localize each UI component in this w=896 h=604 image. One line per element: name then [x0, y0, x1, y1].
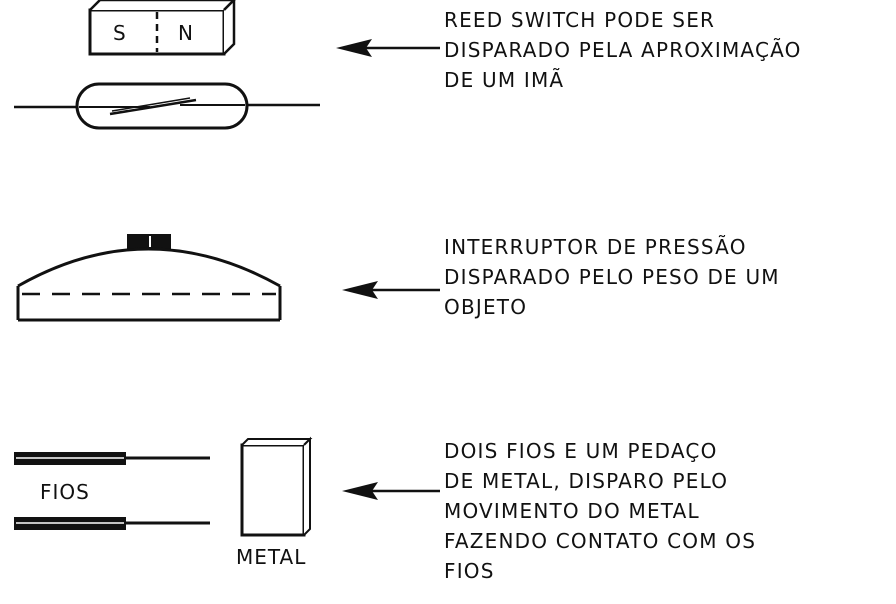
reed-blade-left: [109, 98, 197, 116]
magnet: S N: [88, 0, 236, 56]
wires-label: FIOS: [40, 480, 90, 504]
magnet-south-label: S: [113, 21, 126, 45]
left-arrow-icon: [342, 482, 440, 500]
reed-switch-caption: REED SWITCH PODE SER DISPARADO PELA APRO…: [444, 5, 802, 95]
left-arrow-icon: [342, 281, 440, 299]
caption-line: DISPARADO PELA APROXIMAÇÃO: [444, 38, 802, 62]
caption-line: INTERRUPTOR DE PRESSÃO: [444, 235, 747, 259]
wire-top: [14, 452, 210, 465]
caption-line: FAZENDO CONTATO COM OS: [444, 529, 757, 553]
caption-line: MOVIMENTO DO METAL: [444, 499, 700, 523]
metal-piece: [240, 436, 313, 537]
caption-line: DE UM IMÃ: [444, 68, 565, 92]
wires-metal-caption: DOIS FIOS E UM PEDAÇO DE METAL, DISPARO …: [444, 436, 756, 586]
caption-line: FIOS: [444, 559, 495, 583]
caption-line: DE METAL, DISPARO PELO: [444, 469, 729, 493]
pressure-switch: [16, 234, 282, 322]
caption-line: REED SWITCH PODE SER: [444, 8, 716, 32]
pressure-switch-caption: INTERRUPTOR DE PRESSÃO DISPARADO PELO PE…: [444, 232, 780, 322]
reed-blade-right: [111, 97, 191, 112]
caption-line: DISPARADO PELO PESO DE UM: [444, 265, 780, 289]
caption-line: DOIS FIOS E UM PEDAÇO: [444, 439, 718, 463]
wire-bottom: [14, 517, 210, 530]
reed-switch: [14, 82, 320, 130]
metal-label: METAL: [236, 545, 307, 569]
caption-line: OBJETO: [444, 295, 528, 319]
magnet-north-label: N: [178, 21, 193, 45]
pressure-switch-dome: [17, 247, 281, 288]
left-arrow-icon: [336, 39, 440, 57]
